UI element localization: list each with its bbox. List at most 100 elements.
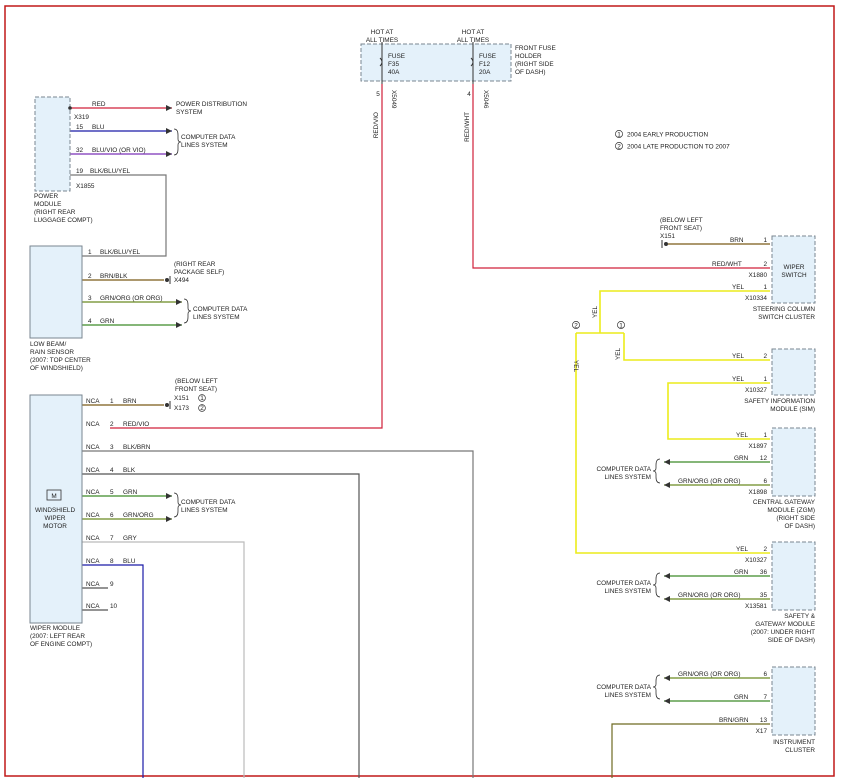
switch-ground-label-1: (BELOW LEFT [660,217,703,224]
arrow-icon [166,516,172,522]
zgm-data-1: COMPUTER DATA [597,466,652,473]
legend: 1 2004 EARLY PRODUCTION 2 2004 LATE PROD… [615,130,730,151]
brace-icon [173,492,182,518]
zgm-pin-3: 6 [763,478,767,485]
sgm-label-1: SAFETY & [784,613,816,620]
sim-label-1: SAFETY INFORMATION [744,398,815,405]
rain-wire-4: GRN [100,318,115,325]
brace-icon [183,298,192,324]
wiper-label-1: WIPER MODULE [30,625,80,632]
nca-label: NCA [86,512,100,519]
sgm-conn-top: X10327 [745,557,767,564]
brace-icon [652,458,661,484]
power-data-2: LINES SYSTEM [181,142,228,149]
zgm-label-3: (RIGHT SIDE [776,515,815,522]
sim-label-2: MODULE (SIM) [770,406,815,413]
hot1-line1: HOT AT [371,29,394,36]
zgm-label-1: CENTRAL GATEWAY [753,499,816,506]
fuse2-label: FUSE [479,53,496,60]
rain-ground-label-1: (RIGHT REAR [174,261,216,268]
ic-pin-3: 13 [760,717,768,724]
rain-ground-label-2: PACKAGE SELF) [174,269,224,276]
switch-conn1: X1880 [749,272,768,279]
wire-yel-switch [599,290,770,333]
zgm-box [771,427,816,497]
wire-yel-sim-to-zgm [667,382,770,440]
wiper-wire: BLK [123,467,136,474]
rain-label-1: LOW BEAM/ [30,341,66,348]
sgm-data-2: LINES SYSTEM [604,588,651,595]
power-wire-0: RED [92,101,106,108]
fuse1-conn: X5049 [390,90,397,109]
nca-label: NCA [86,421,100,428]
nca-label: NCA [86,581,100,588]
nca-label: NCA [86,558,100,565]
sim: YEL 2 YEL 1 X10327 SAFETY INFORMATION MO… [732,348,816,413]
variant-marker-num: 1 [619,322,623,329]
wiper-pin: 3 [110,444,114,451]
sim-conn: X10327 [745,387,767,394]
zgm-conn-top: X1897 [749,443,768,450]
switch-ground-label-2: FRONT SEAT) [660,225,702,232]
switch-ground-conn: X151 [660,233,675,240]
wires [70,84,770,778]
rain-pin-2: 2 [88,273,92,280]
sgm-pin-2: 36 [760,569,768,576]
fuse2-id: F12 [479,61,490,68]
rain-data-2: LINES SYSTEM [193,314,240,321]
fuse1-pin: 5 [376,91,380,98]
brace-icon [652,674,661,700]
zgm-label-2: MODULE (ZGM) [767,507,815,514]
switch-wire-2: RED/WHT [712,261,742,268]
holder-line3: (RIGHT SIDE [515,61,554,68]
sgm-wire-2: GRN [734,569,749,576]
nca-label: NCA [86,467,100,474]
variant-marker [617,321,625,329]
variant-marker-num: 1 [200,395,204,402]
wiper-ground-conn2: X173 [174,405,189,412]
sim-wire-2: YEL [732,376,745,383]
wire-blu-wiper [82,564,144,778]
holder-line2: HOLDER [515,53,542,60]
wiper-pin: 4 [110,467,114,474]
wiper-module: WIPER MODULE (2007: LEFT REAR OF ENGINE … [29,378,236,648]
switch-label-1: WIPER [784,264,805,271]
wiper-switch: WIPER SWITCH STEERING COLUMN SWITCH CLUS… [572,217,816,373]
wiper-ground-conn1: X151 [174,395,189,402]
wire-yel-to-sim [623,333,770,361]
yel-label: YEL [615,347,622,360]
ic-conn: X17 [756,728,768,735]
sgm-label-4: SIDE OF DASH) [768,637,815,644]
arrow-icon [664,596,670,602]
power-conn-top: X319 [74,114,89,121]
zgm-wire-2: GRN [734,455,749,462]
hot2-line2: ALL TIMES [457,37,489,44]
wiper-label-3: OF ENGINE COMPT) [30,641,92,648]
variant-marker [198,394,206,402]
legend-marker-1-num: 1 [617,131,621,138]
wiper-switch-box [771,235,816,304]
wiper-pin: 2 [110,421,114,428]
sgm: YEL 2 X10327 GRN 36 GRN/ORG (OR ORG) 35 … [597,541,816,644]
power-dest-1: POWER DISTRIBUTION [176,101,247,108]
rain-pin-1: 1 [88,249,92,256]
fuse2-rating: 20A [479,69,491,76]
sim-pin-2: 1 [763,376,767,383]
wiper-pin: 1 [110,398,114,405]
motor-label-1: WINDSHIELD [35,507,76,514]
fuse2-wire: RED/WHT [464,112,471,142]
motor-label-3: MOTOR [43,523,67,530]
wire-blk-brn [82,450,474,778]
sgm-data-1: COMPUTER DATA [597,580,652,587]
rain-pin-3: 3 [88,295,92,302]
variant-marker [572,321,580,329]
ic-pin-1: 6 [763,671,767,678]
variant-marker-num: 2 [574,322,578,329]
sim-box [771,348,816,396]
fuse1-label: FUSE [388,53,405,60]
fuse1-rating: 40A [388,69,400,76]
rain-sensor: LOW BEAM/ RAIN SENSOR (2007: TOP CENTER … [29,245,248,372]
wiper-pin: 10 [110,603,118,610]
holder-line1: FRONT FUSE [515,45,556,52]
wire-brn-grn-ic [611,723,770,778]
